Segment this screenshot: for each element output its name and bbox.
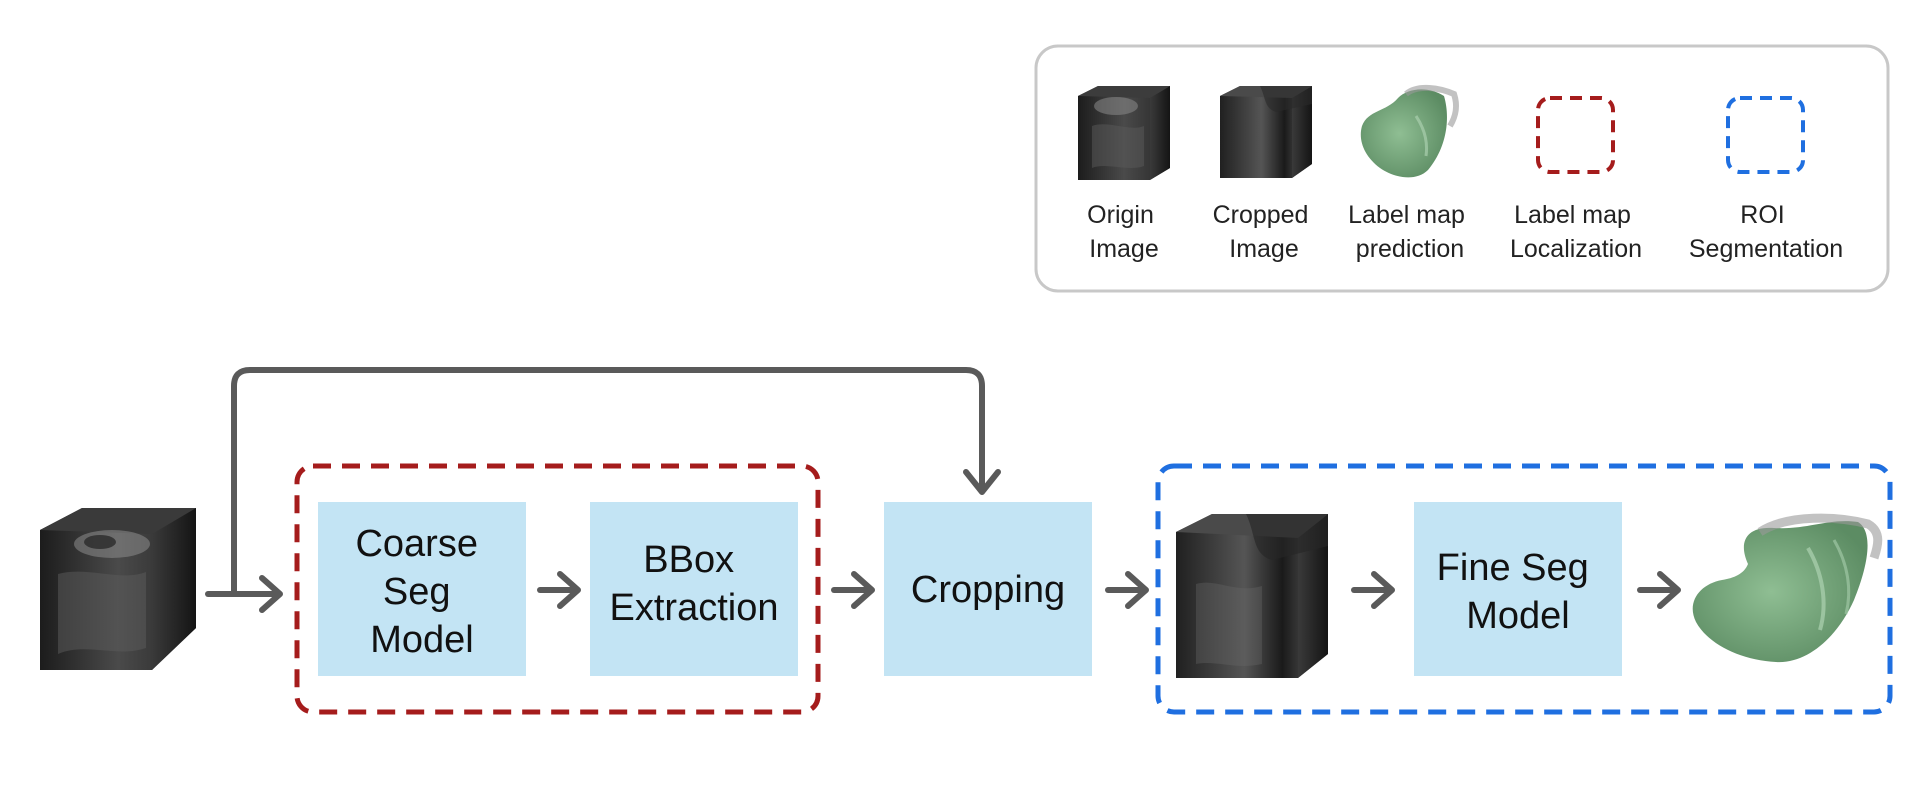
legend-label-cropped-image: Cropped Image <box>1213 201 1316 263</box>
cropping-label: Cropping <box>911 569 1065 611</box>
cropped-image-cube-icon <box>1220 86 1312 178</box>
legend: Origin Image Cropped Image Label map pre… <box>1034 44 1890 293</box>
arrow-coarse-to-bbox <box>537 571 581 609</box>
label-map-blob-icon <box>1360 85 1460 178</box>
bbox-extraction-label: BBox Extraction <box>610 539 779 629</box>
arrow-cropping-to-cropped <box>1105 571 1149 609</box>
arrow-bbox-to-cropping <box>831 571 875 609</box>
origin-image-cube-icon <box>1078 86 1170 180</box>
flow-arrows <box>205 571 1681 613</box>
bbox-extraction-box: BBox Extraction <box>590 502 798 676</box>
arrow-input-to-coarse <box>205 575 283 613</box>
legend-label-origin-image: Origin Image <box>1087 201 1161 263</box>
red-dashed-square-icon <box>1536 96 1615 174</box>
legend-label-roi-segmentation: ROI Segmentation <box>1689 201 1843 263</box>
arrow-cropped-to-fine <box>1351 571 1395 609</box>
legend-label-label-map-prediction: Label map prediction <box>1348 201 1472 263</box>
coarse-seg-model-label: Coarse Seg Model <box>355 523 488 661</box>
bypass-arrowhead <box>963 469 1001 495</box>
fine-seg-model-box: Fine Seg Model <box>1414 502 1622 676</box>
cropping-box: Cropping <box>884 502 1092 676</box>
segmentation-region <box>1155 463 1893 715</box>
pipeline: Coarse Seg Model BBox Extraction Croppin… <box>40 367 1893 715</box>
blue-dashed-square-icon <box>1726 96 1805 174</box>
cropped-image-cube <box>1176 514 1328 678</box>
arrow-fine-to-output <box>1637 571 1681 609</box>
localization-region <box>294 463 821 715</box>
coarse-seg-model-box: Coarse Seg Model <box>318 502 526 676</box>
bypass-connector <box>231 367 985 594</box>
fine-seg-model-label: Fine Seg Model <box>1437 547 1600 637</box>
input-origin-image-cube <box>40 508 196 670</box>
output-label-map-blob <box>1692 513 1883 663</box>
legend-label-label-map-localization: Label map Localization <box>1510 201 1642 263</box>
